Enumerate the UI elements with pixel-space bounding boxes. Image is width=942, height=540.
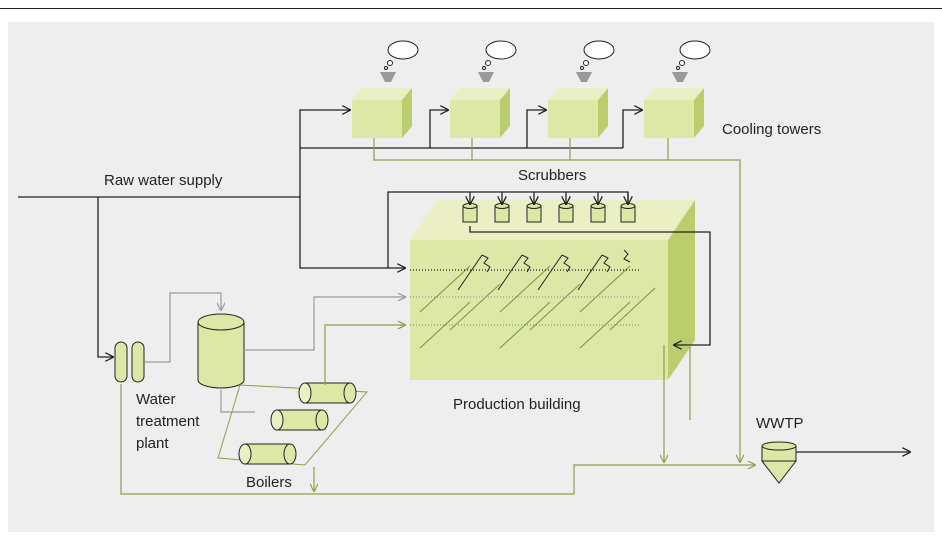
scrubbers-label: Scrubbers	[518, 167, 586, 184]
water-treatment-label-3: plant	[136, 435, 169, 452]
steam-cloud-icon	[384, 40, 419, 70]
boilers-label: Boilers	[246, 474, 292, 491]
scrubber	[590, 203, 606, 223]
wastewater-lines	[120, 138, 755, 495]
cooling-tower	[352, 72, 412, 138]
steam-cloud-icon	[580, 40, 615, 70]
water-treatment-columns	[114, 341, 145, 383]
production-building-label: Production building	[453, 396, 581, 413]
scrubber	[462, 203, 478, 223]
cooling-tower	[548, 72, 608, 138]
cooling-tower	[450, 72, 510, 138]
steam-cloud-icon	[676, 40, 711, 70]
production-building	[410, 200, 695, 380]
cooling-tower	[644, 72, 704, 138]
scrubber	[620, 203, 636, 223]
cooling-towers-label: Cooling towers	[722, 121, 821, 138]
raw-water-lines	[18, 110, 910, 452]
top-rule	[0, 8, 942, 9]
water-treatment-label-1: Water	[136, 391, 175, 408]
wwtp-label: WWTP	[756, 415, 803, 432]
treated-water-tank	[197, 313, 245, 389]
scrubber	[526, 203, 542, 223]
raw-water-supply-label: Raw water supply	[104, 172, 223, 189]
boilers	[217, 382, 369, 466]
wwtp-unit	[760, 441, 798, 484]
treated-water-lines	[145, 292, 640, 413]
steam-cloud-icon	[482, 40, 517, 70]
scrubber	[494, 203, 510, 223]
water-treatment-label-2: treatment	[136, 413, 200, 430]
scrubber	[558, 203, 574, 223]
